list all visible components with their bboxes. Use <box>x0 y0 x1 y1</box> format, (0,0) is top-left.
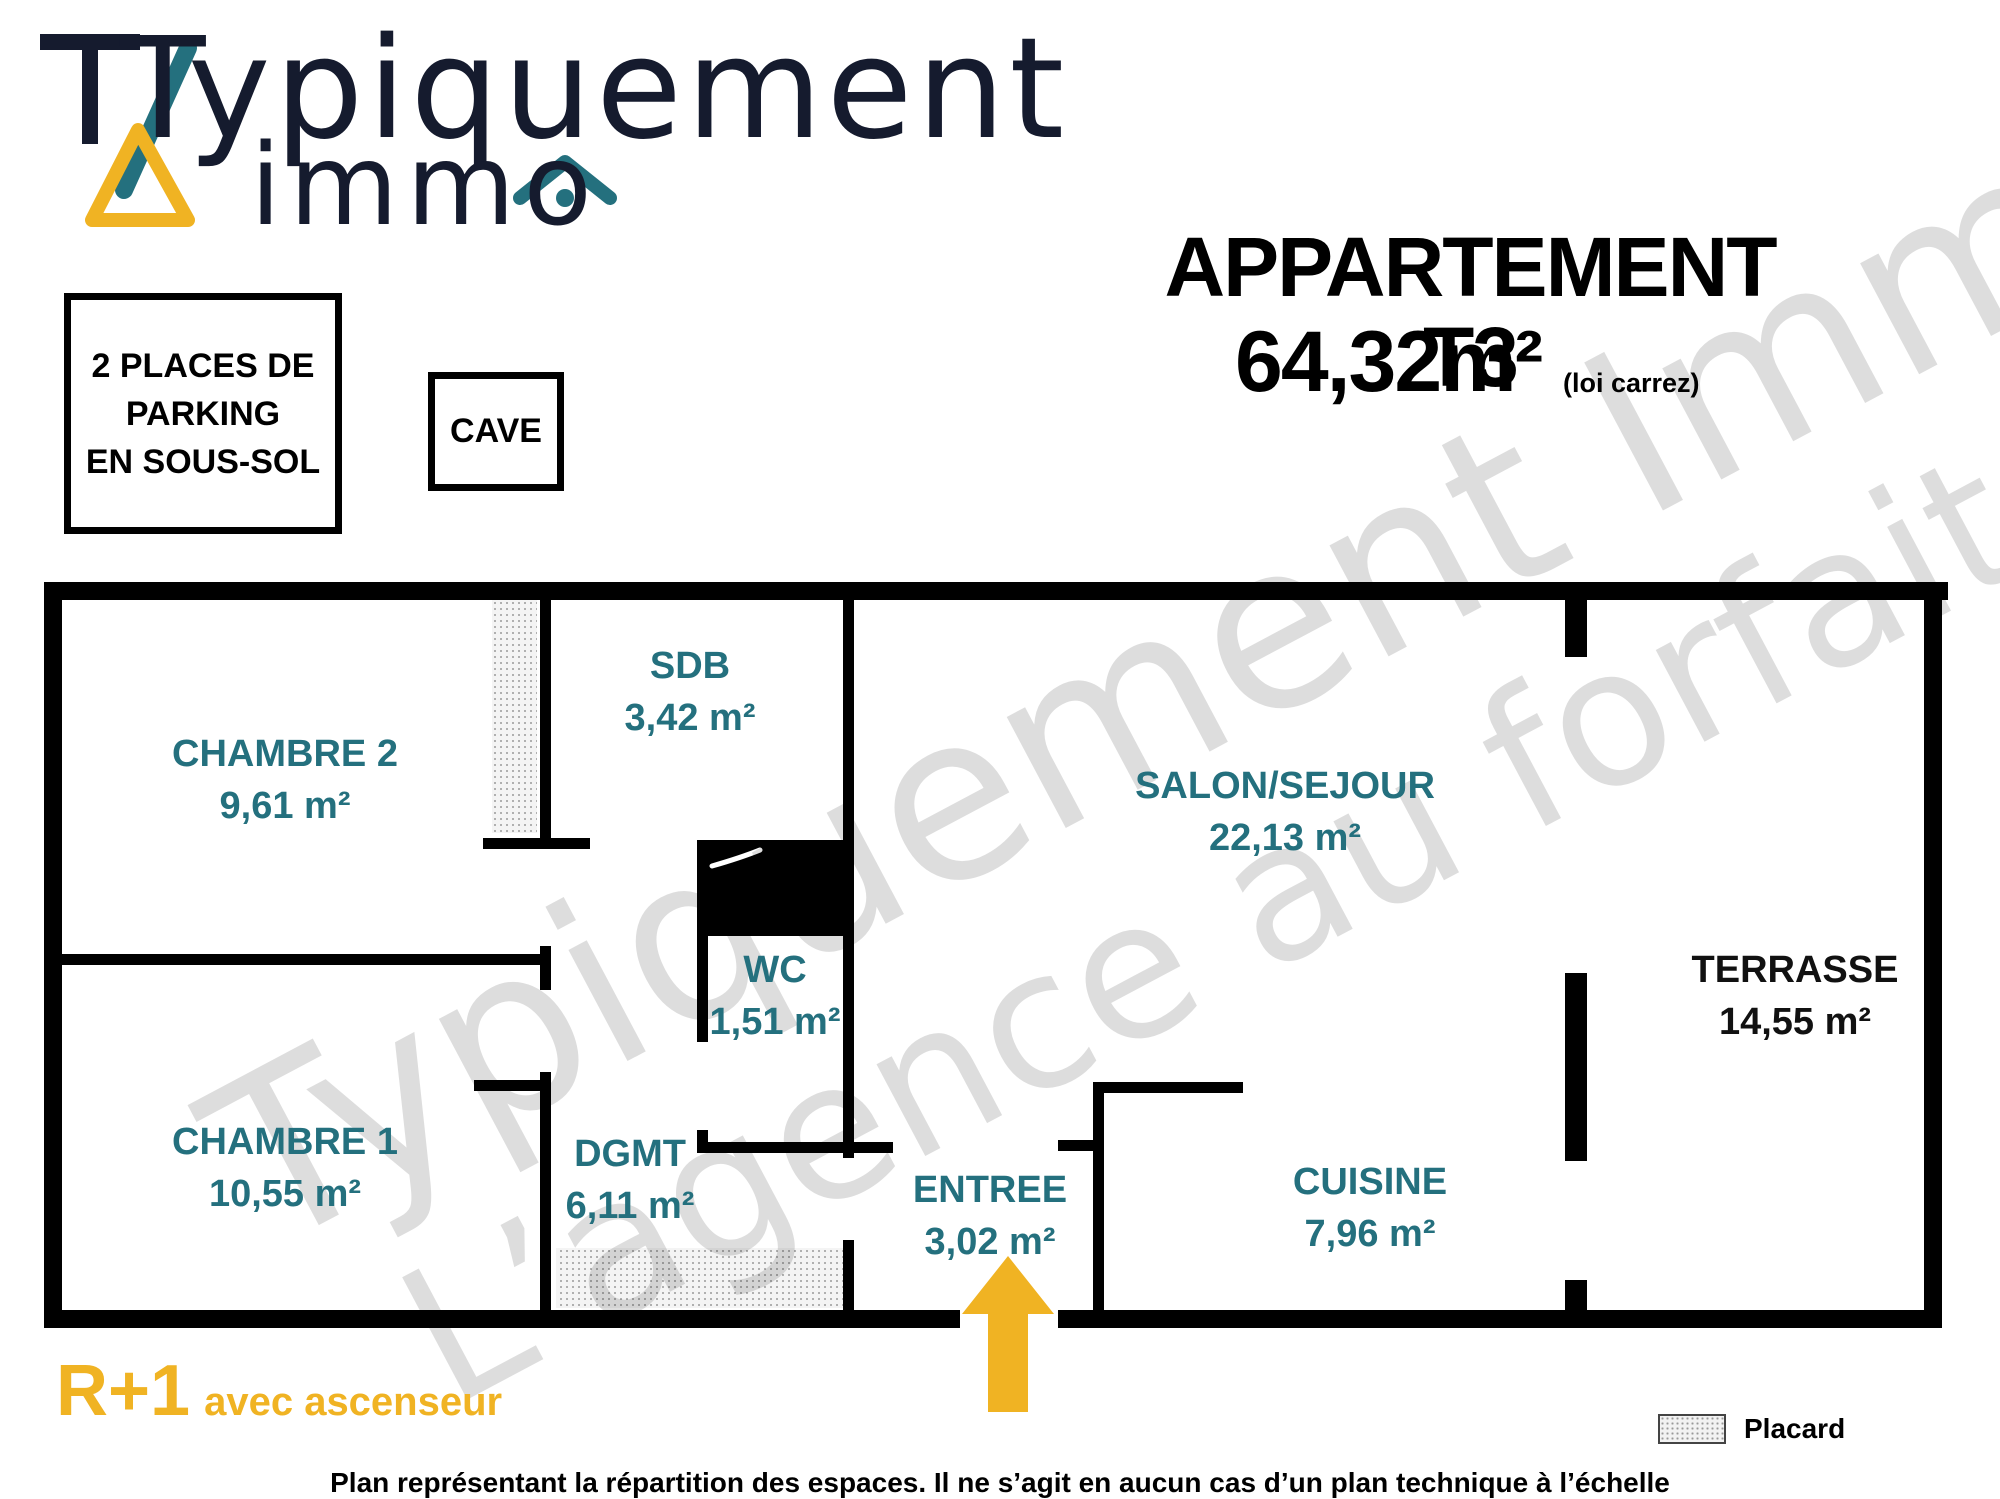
wall-left <box>44 582 62 1328</box>
wall-terrasse-bottom <box>1565 1280 1587 1310</box>
room-chambre-1: CHAMBRE 1 10,55 m² <box>150 1116 420 1220</box>
wall-wc-bottom <box>697 1142 893 1153</box>
wall-cuisine-top <box>1093 1082 1243 1093</box>
wall-chambres-stub <box>540 946 551 990</box>
legend: Placard <box>1658 1413 1845 1445</box>
room-wc: WC 1,51 m² <box>700 944 850 1048</box>
parking-box: 2 PLACES DE PARKING EN SOUS-SOL <box>64 293 342 534</box>
brand-logo: Typiquement immo <box>40 20 1064 251</box>
wall-chambre2-sdb <box>540 600 551 848</box>
closet-chambre2 <box>492 600 537 833</box>
shaft-curve-mark <box>709 847 763 869</box>
room-name: CHAMBRE 2 <box>172 733 398 775</box>
room-area: 3,02 m² <box>924 1221 1056 1263</box>
area-note: (loi carrez) <box>1563 368 1700 398</box>
floor-level-label: R+1 <box>56 1351 191 1431</box>
room-name: CUISINE <box>1292 1161 1448 1203</box>
wall-chambres-divider <box>62 954 548 965</box>
room-area: 7,96 m² <box>1304 1213 1436 1255</box>
room-area: 1,51 m² <box>709 1001 841 1043</box>
room-area: 3,42 m² <box>624 697 756 739</box>
room-name: WC <box>743 949 807 991</box>
room-name: SALON/SEJOUR <box>1135 765 1435 807</box>
wall-chambre1-stub <box>474 1080 550 1091</box>
logo-word-typiquement: Typiquement <box>120 8 1069 171</box>
room-name: ENTREE <box>912 1169 1068 1211</box>
room-area: 6,11 m² <box>565 1185 695 1227</box>
room-name: SDB <box>649 645 731 687</box>
total-area: 64,32m² <box>1235 314 1543 410</box>
parking-line: 2 PLACES DE <box>91 346 315 385</box>
placard-swatch-icon <box>1658 1414 1726 1444</box>
wall-chambre2-door <box>483 838 590 849</box>
parking-line: PARKING <box>125 394 281 433</box>
wall-terrasse-mid <box>1565 973 1587 1161</box>
room-area: 22,13 m² <box>1208 817 1362 859</box>
cave-box: CAVE <box>428 372 564 491</box>
wall-terrasse-top <box>1565 600 1587 657</box>
logo-word-immo: immo <box>250 121 600 251</box>
wall-chambre1-dgmt <box>540 1072 551 1310</box>
room-entree: ENTREE 3,02 m² <box>890 1164 1090 1268</box>
wall-wc-left <box>697 848 708 1042</box>
room-area: 10,55 m² <box>208 1173 362 1215</box>
wall-bottom-left <box>44 1310 960 1328</box>
service-shaft <box>697 840 854 936</box>
room-sdb: SDB 3,42 m² <box>590 640 790 744</box>
room-area: 9,61 m² <box>219 785 351 827</box>
room-name: CHAMBRE 1 <box>172 1121 398 1163</box>
wall-cuisine-left <box>1093 1082 1104 1310</box>
logo-mark-icon <box>40 34 617 227</box>
room-chambre-2: CHAMBRE 2 9,61 m² <box>150 728 420 832</box>
floor-level-note: avec ascenseur <box>204 1380 503 1424</box>
room-dgmt: DGMT 6,11 m² <box>550 1128 710 1232</box>
closet-dgmt <box>556 1248 846 1308</box>
room-name: TERRASSE <box>1691 949 1899 991</box>
room-name: DGMT <box>574 1133 686 1175</box>
wall-bottom-right <box>1058 1310 1942 1328</box>
wall-top <box>44 582 1948 600</box>
wall-entree-stub <box>843 1240 854 1310</box>
wall-wc-corner <box>697 1130 708 1153</box>
room-salon-sejour: SALON/SEJOUR 22,13 m² <box>1120 760 1450 864</box>
page-title: APPARTEMENT T3 <box>1164 220 1777 404</box>
room-terrasse: TERRASSE 14,55 m² <box>1660 944 1930 1048</box>
wall-right <box>1924 582 1942 1328</box>
parking-line: EN SOUS-SOL <box>85 442 321 481</box>
entrance-arrow-icon <box>962 1256 1054 1412</box>
floor-level: R+1 avec ascenseur <box>56 1350 502 1432</box>
disclaimer: Plan représentant la répartition des esp… <box>330 1467 1670 1498</box>
room-area: 14,55 m² <box>1718 1001 1872 1043</box>
legend-label: Placard <box>1744 1413 1846 1444</box>
room-cuisine: CUISINE 7,96 m² <box>1240 1156 1500 1260</box>
wall-cuisine-stub <box>1058 1140 1098 1151</box>
